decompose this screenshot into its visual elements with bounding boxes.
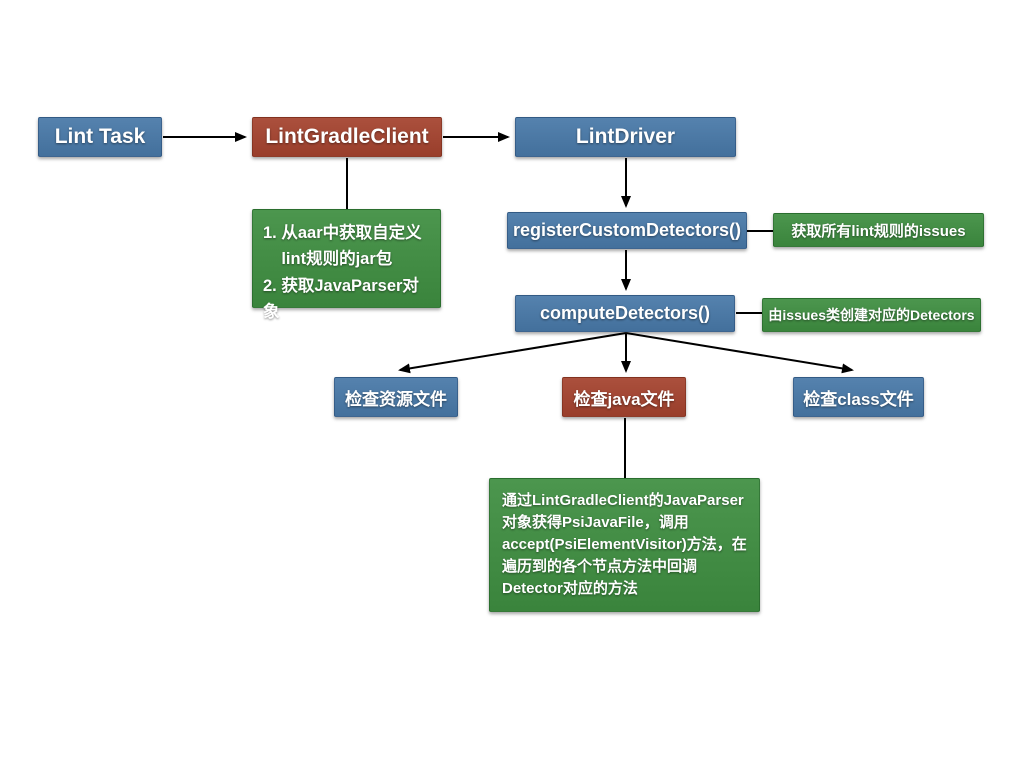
note-lint-gradle-client-steps: 1. 从aar中获取自定义 lint规则的jar包 2. 获取JavaParse… bbox=[252, 209, 441, 321]
node-register-custom-detectors: registerCustomDetectors() bbox=[507, 212, 747, 249]
note-register-custom-detectors: 获取所有lint规则的issues bbox=[773, 213, 984, 247]
node-lint-task: Lint Task bbox=[38, 117, 162, 157]
arrow-computedetectors-to-checkclass bbox=[625, 332, 854, 374]
node-lint-gradle-client: LintGradleClient bbox=[252, 117, 442, 157]
node-lint-driver: LintDriver bbox=[515, 117, 736, 157]
node-compute-detectors: computeDetectors() bbox=[515, 295, 735, 332]
note-java-check-detail: 通过LintGradleClient的JavaParser 对象获得PsiJav… bbox=[489, 478, 760, 612]
node-check-java-files: 检查java文件 bbox=[562, 377, 686, 417]
node-check-resource-files: 检查资源文件 bbox=[334, 377, 458, 417]
note-compute-detectors: 由issues类创建对应的Detectors bbox=[762, 298, 981, 332]
node-check-class-files: 检查class文件 bbox=[793, 377, 924, 417]
arrow-computedetectors-to-checkresource bbox=[398, 332, 627, 374]
